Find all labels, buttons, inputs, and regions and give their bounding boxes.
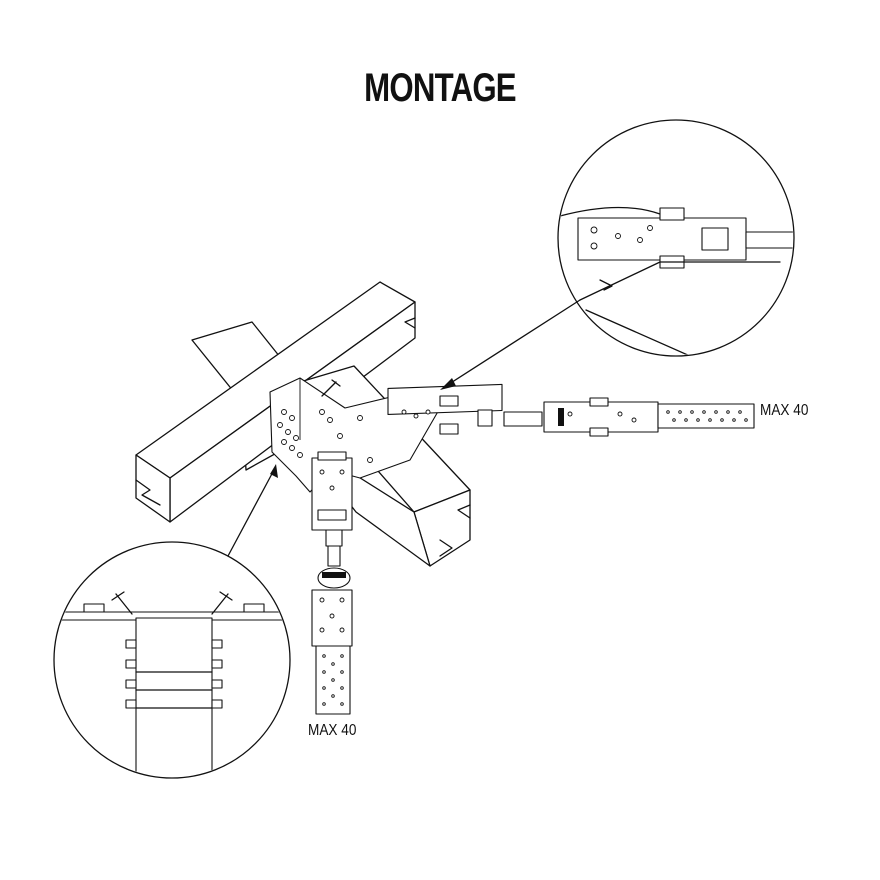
max-length-label-right: MAX 40: [760, 402, 809, 419]
right-strap-assembly: [387, 383, 755, 437]
plate-holes: [277, 409, 373, 463]
leader-arrow-top: [440, 299, 581, 390]
leader-arrow-bottom: [227, 464, 278, 557]
max-length-label-bottom: MAX 40: [308, 722, 357, 739]
bracket-holes-right: [401, 409, 637, 423]
detail-circle-bottom: [53, 541, 291, 779]
detail-circle-top: [557, 119, 795, 357]
strap-perforations-bottom: [322, 654, 344, 706]
strap-perforations-right: [666, 410, 748, 422]
bracket-holes-bottom: [319, 469, 345, 633]
bottom-strap-assembly: [311, 451, 353, 715]
diagram-title: MONTAGE: [364, 66, 516, 110]
screw-icon: [321, 379, 341, 397]
